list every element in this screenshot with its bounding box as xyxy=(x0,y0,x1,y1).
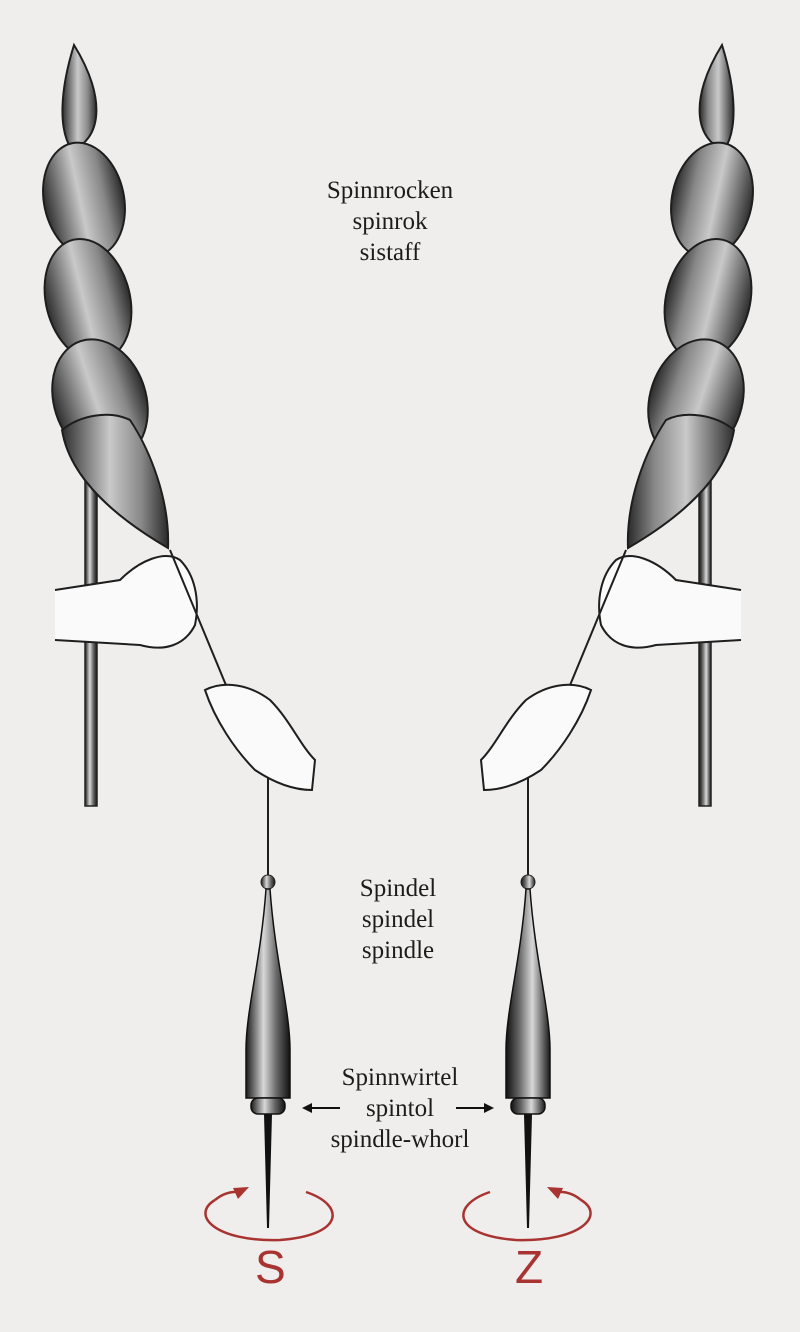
distaff-label: Spinnrocken spinrok sistaff xyxy=(260,175,520,268)
spindle-label: Spindel spindel spindle xyxy=(268,873,528,966)
spindle-label-nl: spindel xyxy=(361,906,435,933)
s-twist-label: S xyxy=(255,1241,286,1293)
distaff-label-nl: spinrok xyxy=(352,208,428,235)
whorl-label-de: Spinnwirtel xyxy=(341,1064,459,1091)
z-twist-label: Z xyxy=(515,1241,544,1293)
distaff-label-en: sistaff xyxy=(359,239,421,266)
distaff-label-de: Spinnrocken xyxy=(326,177,454,204)
spindle-label-en: spindle xyxy=(361,937,435,964)
whorl-label-nl: spintol xyxy=(365,1095,435,1122)
spindle-label-de: Spindel xyxy=(359,875,437,902)
whorl-label: Spinnwirtel spintol spindle-whorl xyxy=(270,1062,530,1155)
whorl-label-en: spindle-whorl xyxy=(330,1126,470,1153)
